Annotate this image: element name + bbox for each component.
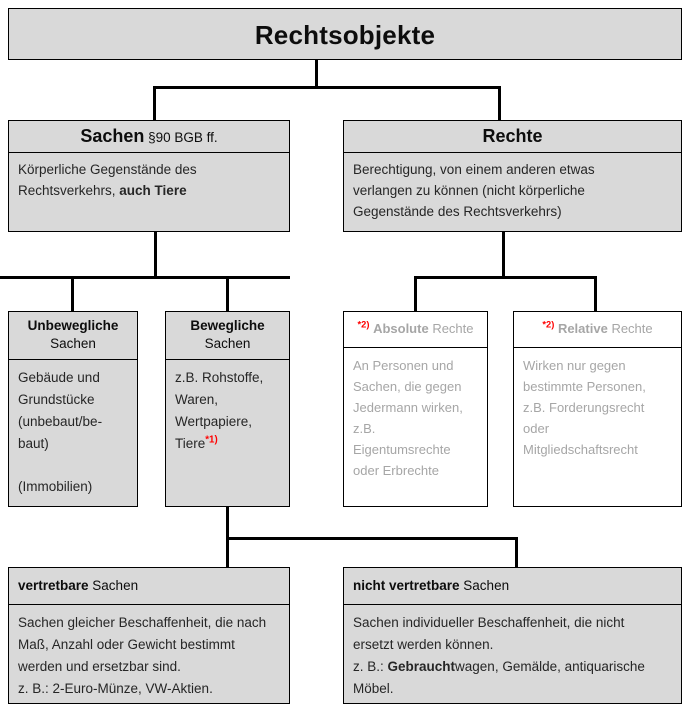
connector-rechte-bar [414,276,597,279]
node-bewegliche-sachen-title: Bewegliche Sachen [166,312,289,360]
node-bewegliche-sachen-title-rest: Sachen [204,335,251,351]
connector-sachen-stem [154,232,157,278]
node-nicht-vertretbare-sachen-line-3c: wagen, Gemälde, antiquarische [455,658,645,674]
node-nicht-vertretbare-sachen-line-2: ersetzt werden können. [353,636,494,652]
node-bewegliche-sachen[interactable]: Bewegliche Sachen z.B. Rohstoffe, Waren,… [165,311,290,507]
connector-beweglich-bar [226,537,518,540]
node-unbewegliche-sachen-line-3: (unbebaut/be- [18,413,103,429]
connector-rechte-right [594,276,597,311]
node-vertretbare-sachen[interactable]: vertretbare Sachen Sachen gleicher Besch… [8,567,290,704]
node-bewegliche-sachen-line-1: z.B. Rohstoffe, [175,370,264,385]
node-absolute-rechte-title: *2) Absolute Rechte [344,312,487,348]
connector-root-right [498,86,501,120]
node-nicht-vertretbare-sachen-body: Sachen individueller Beschaffenheit, die… [344,605,681,706]
node-sachen-title: Sachen §90 BGB ff. [9,121,289,153]
connector-rechte-stem [502,232,505,278]
node-vertretbare-sachen-line-2: Maß, Anzahl oder Gewicht bestimmt [18,636,235,652]
node-unbewegliche-sachen-line-1: Gebäude und [18,370,100,385]
node-nicht-vertretbare-sachen-line-1: Sachen individueller Beschaffenheit, die… [353,615,625,630]
connector-rechte-left [414,276,417,311]
node-absolute-rechte[interactable]: *2) Absolute Rechte An Personen und Sach… [343,311,488,507]
connector-root-stem [315,60,318,88]
footnote-marker-1-icon: *1) [205,434,218,446]
node-rechte-title-text: Rechte [482,126,543,146]
node-nicht-vertretbare-sachen-title-bold: nicht vertretbare [353,578,460,593]
node-relative-rechte-title: *2) Relative Rechte [514,312,681,348]
node-rechte-title: Rechte [344,121,681,153]
node-bewegliche-sachen-title-bold: Bewegliche [190,318,265,333]
node-unbewegliche-sachen-line-4: baut) [18,435,49,451]
node-absolute-rechte-title-rest: Rechte [432,321,474,336]
node-vertretbare-sachen-title-rest: Sachen [88,578,139,593]
node-vertretbare-sachen-title-bold: vertretbare [18,578,89,593]
node-bewegliche-sachen-line-3: Wertpapiere, [175,413,253,429]
node-relative-rechte-line-2: bestimmte Personen, [523,379,646,395]
node-vertretbare-sachen-body: Sachen gleicher Beschaffenheit, die nach… [9,605,289,706]
connector-root-left [153,86,156,120]
node-vertretbare-sachen-line-4: z. B.: 2-Euro-Münze, VW-Aktien. [18,680,213,696]
node-sachen[interactable]: Sachen §90 BGB ff. Körperliche Gegenstän… [8,120,290,232]
node-relative-rechte-line-1: Wirken nur gegen [523,358,626,373]
node-absolute-rechte-line-3: Jedermann wirken, [353,400,463,416]
node-unbewegliche-sachen-title: Unbewegliche Sachen [9,312,137,360]
node-unbewegliche-sachen-body: Gebäude und Grundstücke (unbebaut/be- ba… [9,360,137,505]
node-absolute-rechte-line-5: Eigentumsrechte [353,442,451,458]
connector-sachen-right [226,276,229,311]
node-nicht-vertretbare-sachen-line-3: z. B.: Gebrauchtwagen, Gemälde, antiquar… [353,656,672,678]
node-rechte-body-line-3: Gegenstände des Rechtsverkehrs) [353,203,562,219]
connector-sachen-bar [0,276,290,279]
node-sachen-body-line-2: Rechtsverkehrs, auch Tiere [18,181,280,202]
node-vertretbare-sachen-line-3: werden und ersetzbar sind. [18,658,181,674]
node-absolute-rechte-line-1: An Personen und [353,358,454,373]
node-sachen-body: Körperliche Gegenstände des Rechtsverkeh… [9,153,289,209]
node-nicht-vertretbare-sachen-title-rest: Sachen [459,578,510,593]
connector-root-bar [153,86,501,89]
node-absolute-rechte-line-6: oder Erbrechte [353,463,439,479]
node-bewegliche-sachen-line-2: Waren, [175,391,219,407]
node-relative-rechte-title-rest: Rechte [611,321,653,336]
node-nicht-vertretbare-sachen-line-3b: Gebraucht [387,658,456,674]
node-nicht-vertretbare-sachen[interactable]: nicht vertretbare Sachen Sachen individu… [343,567,682,704]
node-absolute-rechte-body: An Personen und Sachen, die gegen Jederm… [344,348,487,488]
node-nicht-vertretbare-sachen-line-3a: z. B.: [353,658,388,674]
footnote-marker-2b-icon: *2) [542,319,555,330]
node-unbewegliche-sachen[interactable]: Unbewegliche Sachen Gebäude und Grundstü… [8,311,138,507]
node-rechtsobjekte-title: Rechtsobjekte [254,20,436,50]
node-sachen-title-bold: Sachen [80,126,145,146]
node-rechte-body: Berechtigung, von einem anderen etwas ve… [344,153,681,230]
node-sachen-body-line-2b: auch Tiere [119,182,187,198]
node-relative-rechte-body: Wirken nur gegen bestimmte Personen, z.B… [514,348,681,467]
node-rechte-body-line-1: Berechtigung, von einem anderen etwas [353,162,595,177]
node-rechtsobjekte[interactable]: Rechtsobjekte [8,8,682,60]
node-absolute-rechte-line-4: z.B. [353,421,376,437]
node-bewegliche-sachen-body: z.B. Rohstoffe, Waren, Wertpapiere, Tier… [166,360,289,461]
node-relative-rechte-line-3: z.B. Forderungsrecht [523,400,645,416]
node-unbewegliche-sachen-title-rest: Sachen [50,335,96,351]
node-unbewegliche-sachen-line-5: (Immobilien) [18,479,93,495]
node-nicht-vertretbare-sachen-line-4: Möbel. [353,680,394,696]
connector-sachen-left [71,276,74,311]
node-relative-rechte-title-bold: Relative [557,321,608,336]
node-vertretbare-sachen-title: vertretbare Sachen [9,568,289,605]
node-unbewegliche-sachen-line-2: Grundstücke [18,391,95,407]
node-rechte[interactable]: Rechte Berechtigung, von einem anderen e… [343,120,682,232]
node-absolute-rechte-line-2: Sachen, die gegen [353,379,462,395]
node-relative-rechte-line-4: oder [523,421,550,437]
node-relative-rechte[interactable]: *2) Relative Rechte Wirken nur gegen bes… [513,311,682,507]
node-sachen-title-ref: §90 BGB ff. [144,130,218,145]
node-vertretbare-sachen-line-1: Sachen gleicher Beschaffenheit, die nach [18,615,267,630]
node-absolute-rechte-title-bold: Absolute [373,321,429,336]
node-sachen-body-line-2a: Rechtsverkehrs, [18,182,120,198]
node-bewegliche-sachen-line-4: Tiere*1) [175,433,280,455]
node-relative-rechte-line-5: Mitgliedschaftsrecht [523,442,638,458]
node-unbewegliche-sachen-title-bold: Unbewegliche [27,318,119,333]
node-nicht-vertretbare-sachen-title: nicht vertretbare Sachen [344,568,681,605]
connector-beweglich-right [515,537,518,567]
node-bewegliche-sachen-line-4-text: Tiere [175,435,206,451]
node-rechte-body-line-2: verlangen zu können (nicht körperliche [353,182,585,198]
node-unbewegliche-sachen-spacer [18,454,128,476]
footnote-marker-2a-icon: *2) [357,319,370,330]
node-sachen-body-line-1: Körperliche Gegenstände des [18,162,197,177]
